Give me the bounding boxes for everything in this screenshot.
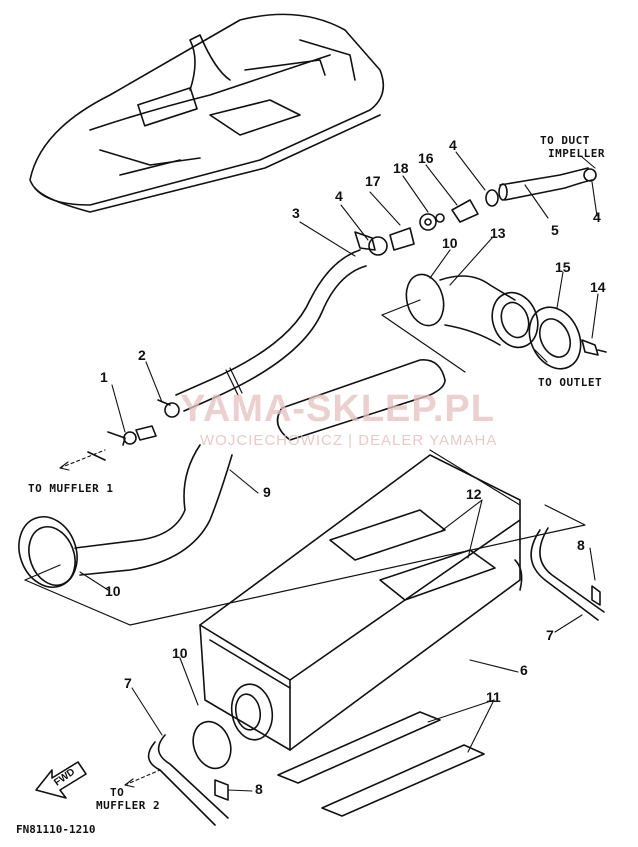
callout-9: 9 xyxy=(263,484,271,500)
watercraft-illustration xyxy=(29,13,385,213)
note-impeller: IMPELLER xyxy=(548,147,605,160)
callout-10a: 10 xyxy=(442,235,458,251)
bracket-7-left xyxy=(147,720,232,826)
hose-9 xyxy=(18,359,446,588)
callout-6: 6 xyxy=(520,662,528,678)
direction-arrows xyxy=(59,156,596,788)
callout-15: 15 xyxy=(555,259,571,275)
callout-18: 18 xyxy=(393,160,409,176)
bolt-14 xyxy=(581,339,607,356)
pads-11 xyxy=(277,711,485,817)
fwd-arrow-icon xyxy=(35,761,87,799)
elbow-13 xyxy=(405,273,539,349)
callout-4c: 4 xyxy=(593,209,601,225)
leader-lines xyxy=(79,151,599,792)
callout-8b: 8 xyxy=(255,781,263,797)
hose-3 xyxy=(175,249,367,412)
callout-10c: 10 xyxy=(172,645,188,661)
callout-8a: 8 xyxy=(577,537,585,553)
callout-7b: 7 xyxy=(124,675,132,691)
note-to-muffler-1: TO MUFFLER 1 xyxy=(28,482,114,495)
callout-1: 1 xyxy=(100,369,108,385)
callout-4a: 4 xyxy=(335,188,343,204)
callout-17: 17 xyxy=(365,173,381,189)
callout-11: 11 xyxy=(486,689,501,705)
note-to-muffler-2-line2: MUFFLER 2 xyxy=(96,799,161,812)
callout-3: 3 xyxy=(292,205,300,221)
parts-boundary xyxy=(24,299,586,626)
note-to-muffler-2-line1: TO xyxy=(110,786,125,799)
callout-7a: 7 xyxy=(546,627,554,643)
note-to-outlet: TO OUTLET xyxy=(538,376,603,389)
watermark-subtitle: WOJCIECHOWICZ | DEALER YAMAHA xyxy=(200,432,498,449)
clamps-left xyxy=(87,399,180,461)
callout-12: 12 xyxy=(466,486,482,502)
callout-2: 2 xyxy=(138,347,146,363)
watermark-title: YAMA-SKLEP.PL xyxy=(180,388,495,430)
bracket-7-right xyxy=(530,527,605,621)
callout-4b: 4 xyxy=(449,137,457,153)
note-to-duct: TO DUCT xyxy=(540,134,590,147)
callout-10b: 10 xyxy=(105,583,121,599)
callout-5: 5 xyxy=(551,222,559,238)
diagram-code: FN81110-1210 xyxy=(16,823,96,836)
gasket-15 xyxy=(528,306,582,370)
callout-16: 16 xyxy=(418,150,434,166)
muffler-6 xyxy=(199,454,523,751)
callout-13: 13 xyxy=(490,225,506,241)
callout-14: 14 xyxy=(590,279,606,295)
hose-fittings-top xyxy=(354,167,597,256)
